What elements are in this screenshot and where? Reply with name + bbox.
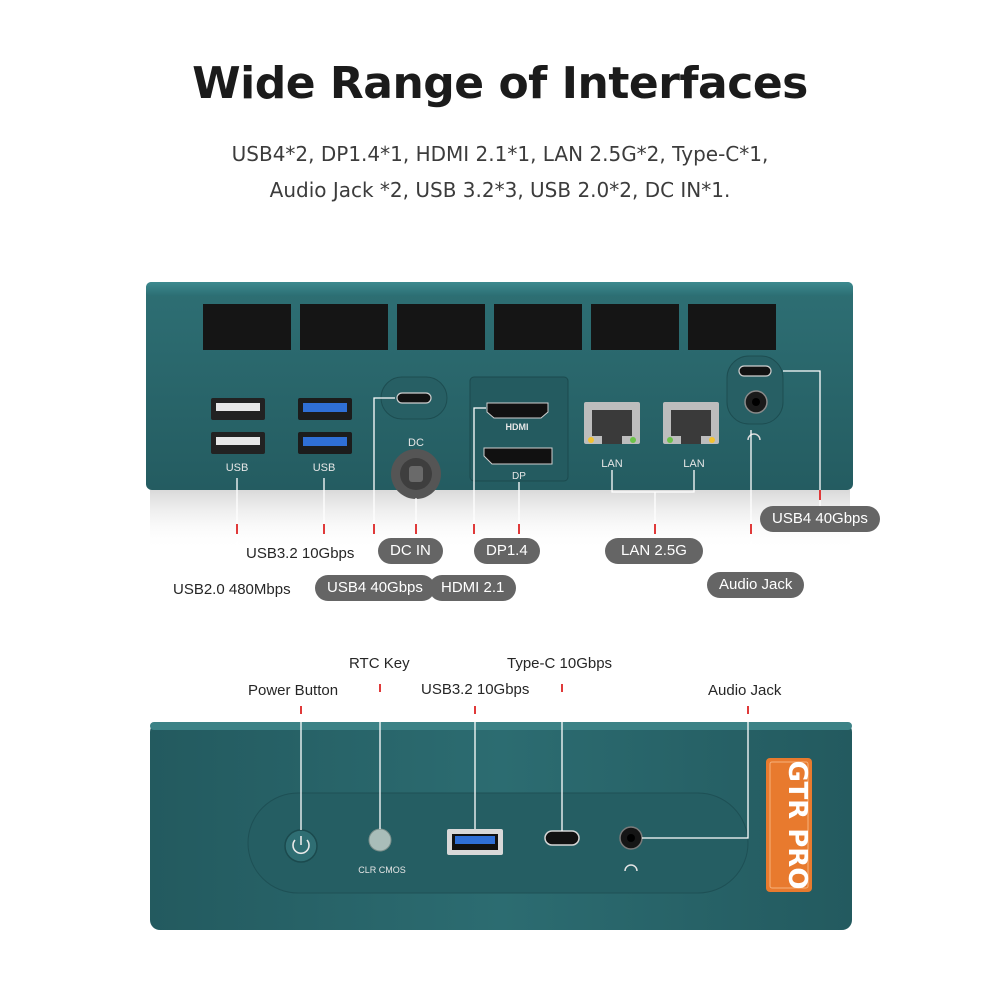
page-subtitle-line-1: USB4*2, DP1.4*1, HDMI 2.1*1, LAN 2.5G*2,… <box>231 142 769 166</box>
callout-dc-in: DC IN <box>378 538 443 564</box>
callout-rtc-key: RTC Key <box>349 655 410 672</box>
callout-power-button: Power Button <box>248 682 339 699</box>
hdmi-logo: HDMI <box>506 422 529 432</box>
page-subtitle-line-2: Audio Jack *2, USB 3.2*3, USB 2.0*2, DC … <box>269 178 731 202</box>
callout-front-audio-jack: Audio Jack <box>708 682 782 699</box>
lan-mark: LAN <box>601 458 622 470</box>
callout-type-c: Type-C 10Gbps <box>507 655 613 672</box>
front-panel <box>150 684 852 930</box>
callout-tick <box>300 684 749 714</box>
usb3-port-icon <box>298 398 352 454</box>
headphone-icon <box>624 864 638 872</box>
callout-tick <box>236 490 821 534</box>
rear-panel <box>146 282 853 580</box>
callout-usb4-right: USB4 40Gbps <box>760 506 880 532</box>
callout-audio-jack: Audio Jack <box>707 572 805 598</box>
usb-mark: USB <box>226 462 249 474</box>
dc-mark: DC <box>408 437 424 449</box>
type-c-port-icon <box>544 830 580 846</box>
power-button-icon <box>284 829 318 863</box>
headphone-icon <box>747 433 761 441</box>
callout-lan25: LAN 2.5G <box>605 538 703 564</box>
callout-front-usb32: USB3.2 10Gbps <box>421 681 530 698</box>
clr-cmos-mark: CLR CMOS <box>358 865 406 875</box>
gtr-pro-badge-text: GTR PRO <box>782 761 812 890</box>
clr-cmos-button-icon <box>368 828 392 852</box>
callout-usb4-left: USB4 40Gbps <box>315 575 435 601</box>
page-title: Wide Range of Interfaces <box>192 58 808 109</box>
usb4-port-icon <box>738 365 772 377</box>
gtr-pro-badge <box>766 758 812 892</box>
usb-mark: USB <box>313 462 336 474</box>
hdmi-port-icon <box>486 402 549 419</box>
dp-port-icon <box>483 447 553 465</box>
dp-mark: DP <box>512 471 526 482</box>
rear-callout-lines <box>236 370 821 580</box>
vent-grille <box>203 304 776 350</box>
callout-usb32: USB3.2 10Gbps <box>246 545 355 562</box>
callout-dp14: DP1.4 <box>474 538 540 564</box>
usb2-port-icon <box>211 398 265 454</box>
usb4-port-icon <box>396 392 432 404</box>
lan-mark: LAN <box>683 458 704 470</box>
lan-port-icon <box>584 402 719 444</box>
callout-usb20: USB2.0 480Mbps <box>173 581 291 598</box>
callout-hdmi21: HDMI 2.1 <box>429 575 517 601</box>
front-callout-lines <box>300 718 749 839</box>
rear-top-edge <box>146 282 853 296</box>
